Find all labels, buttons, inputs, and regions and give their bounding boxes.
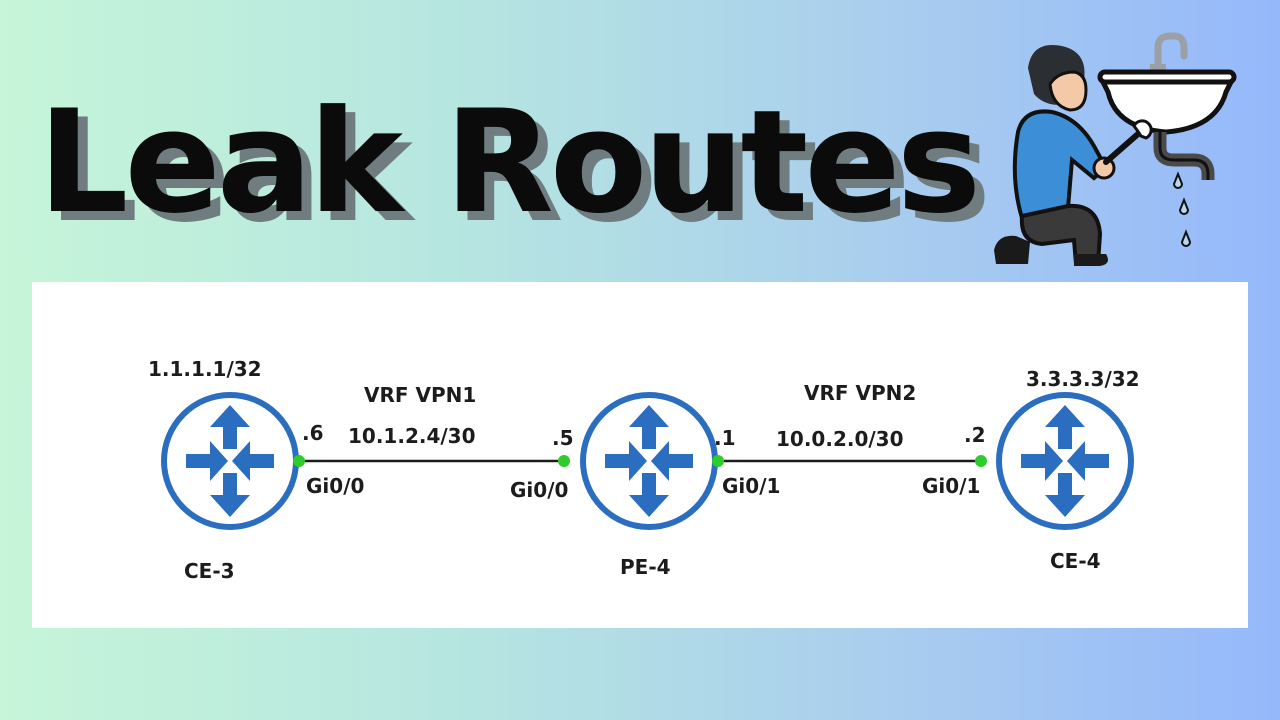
link2-right-intf: Gi0/1 xyxy=(922,474,980,498)
plumber-icon xyxy=(994,44,1116,266)
link2-subnet: 10.0.2.0/30 xyxy=(776,427,904,451)
link1-subnet: 10.1.2.4/30 xyxy=(348,424,476,448)
wrench-icon xyxy=(1103,119,1153,165)
network-diagram: 1.1.1.1/32 3.3.3.3/32 CE-3 PE-4 CE-4 VRF… xyxy=(148,357,1140,583)
pe4-name: PE-4 xyxy=(620,555,671,579)
router-pe4-icon xyxy=(580,392,718,530)
link2-vrf: VRF VPN2 xyxy=(804,381,916,405)
link1-left-intf: Gi0/0 xyxy=(306,474,364,498)
port-pe4-gi01 xyxy=(712,455,724,467)
ce4-name: CE-4 xyxy=(1050,549,1101,573)
link2-right-host: .2 xyxy=(964,423,986,447)
sink-icon xyxy=(1097,32,1237,247)
port-ce3-gi00 xyxy=(293,455,305,467)
link1-vrf: VRF VPN1 xyxy=(364,383,476,407)
ce3-name: CE-3 xyxy=(184,559,235,583)
port-ce4-gi01 xyxy=(975,455,987,467)
link1-right-intf: Gi0/0 xyxy=(510,478,568,502)
link1-right-host: .5 xyxy=(552,426,574,450)
link2-left-intf: Gi0/1 xyxy=(722,474,780,498)
plumber-illustration xyxy=(994,32,1237,266)
router-ce4-icon xyxy=(996,392,1134,530)
network-diagram-panel: 1.1.1.1/32 3.3.3.3/32 CE-3 PE-4 CE-4 VRF… xyxy=(32,282,1248,628)
link2-left-host: .1 xyxy=(714,426,736,450)
ce3-prefix: 1.1.1.1/32 xyxy=(148,357,262,381)
ce4-prefix: 3.3.3.3/32 xyxy=(1026,367,1140,391)
link1-left-host: .6 xyxy=(302,421,324,445)
port-pe4-gi00 xyxy=(558,455,570,467)
page-title: Leak Routes xyxy=(38,80,981,245)
router-ce3-icon xyxy=(161,392,299,530)
